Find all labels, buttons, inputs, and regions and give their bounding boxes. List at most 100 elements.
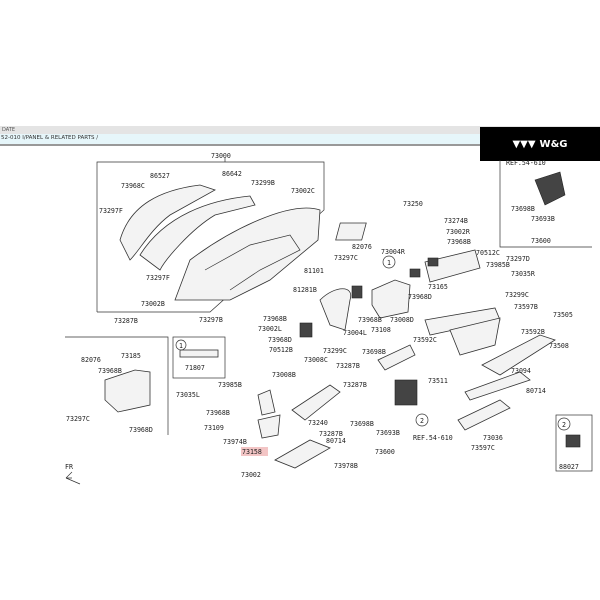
part-label-73002b[interactable]: 73002B (141, 300, 165, 308)
part-label-73968b[interactable]: 73968B (98, 367, 122, 375)
svg-text:2: 2 (420, 417, 424, 425)
glovebox-73508 (481, 334, 556, 376)
part-label-73002c[interactable]: 73002C (291, 187, 315, 195)
part-81101 (319, 288, 352, 331)
part-label-73978b[interactable]: 73978B (334, 462, 358, 470)
part-label-73968b[interactable]: 73968B (206, 409, 230, 417)
part-label-73036[interactable]: 73036 (483, 434, 503, 442)
part-label-73035r[interactable]: 73035R (511, 270, 535, 278)
breadcrumb-text: 52-010 I/PANEL & RELATED PARTS / (1, 135, 99, 141)
part-label-73002[interactable]: 73002 (241, 471, 261, 479)
part-label-73158[interactable]: 73158 (242, 448, 262, 456)
part-label-73698b[interactable]: 73698B (511, 205, 535, 213)
part-label-73985b[interactable]: 73985B (218, 381, 242, 389)
part-label-73287b[interactable]: 73287B (319, 430, 343, 438)
part-label-86642[interactable]: 86642 (222, 170, 242, 178)
part-label-73597b[interactable]: 73597B (514, 303, 538, 311)
part-label-73240[interactable]: 73240 (308, 419, 328, 427)
part-label-81281b[interactable]: 81281B (293, 286, 317, 294)
part-label-81101[interactable]: 81101 (304, 267, 324, 275)
fr-orientation: FR (65, 463, 81, 485)
part-73094 (464, 371, 531, 401)
part-label-73297c[interactable]: 73297C (66, 415, 90, 423)
part-label-73299c[interactable]: 73299C (505, 291, 529, 299)
part-label-82076[interactable]: 82076 (352, 243, 372, 251)
part-label-73297b[interactable]: 73297B (199, 316, 223, 324)
part-label-73693b[interactable]: 73693B (376, 429, 400, 437)
part-label-73287b[interactable]: 73287B (343, 381, 367, 389)
part-label-73165[interactable]: 73165 (428, 283, 448, 291)
part-label-73008d[interactable]: 73008D (390, 316, 414, 324)
part-71807 (179, 349, 219, 358)
part-label-73968d[interactable]: 73968D (129, 426, 153, 434)
part-label-73287b[interactable]: 73287B (114, 317, 138, 325)
dashboard-73000 (174, 207, 321, 301)
part-label-73094[interactable]: 73094 (511, 367, 531, 375)
part-label-73297d[interactable]: 73297D (506, 255, 530, 263)
part-73165 (371, 279, 411, 319)
part-88027 (565, 434, 581, 448)
part-73600 (394, 379, 418, 406)
part-label-73985b[interactable]: 73985B (486, 261, 510, 269)
part-label-70512b[interactable]: 70512B (269, 346, 293, 354)
part-73240 (291, 384, 341, 421)
part-label-73035l[interactable]: 73035L (176, 391, 200, 399)
part-label-86527[interactable]: 86527 (150, 172, 170, 180)
part-label-73109[interactable]: 73109 (204, 424, 224, 432)
part-label-70512c[interactable]: 70512C (476, 249, 500, 257)
frame-instrument-panel (96, 161, 325, 313)
part-label-73508[interactable]: 73508 (549, 342, 569, 350)
part-73600-inset (534, 171, 566, 206)
part-label-73185[interactable]: 73185 (121, 352, 141, 360)
svg-text:1: 1 (179, 342, 183, 350)
part-label-73000[interactable]: 73000 (211, 152, 231, 160)
part-label-73592b[interactable]: 73592B (521, 328, 545, 336)
callout-1: 1 (175, 339, 187, 351)
part-label-73297f[interactable]: 73297F (146, 274, 170, 282)
part-label-73008b[interactable]: 73008B (272, 371, 296, 379)
part-label-73108[interactable]: 73108 (371, 326, 391, 334)
part-label-73002l[interactable]: 73002L (258, 325, 282, 333)
part-label-73698b[interactable]: 73698B (350, 420, 374, 428)
part-label-73004l[interactable]: 73004L (343, 329, 367, 337)
part-label-73968d[interactable]: 73968D (268, 336, 292, 344)
logo: ▼▼▼W&G (480, 127, 600, 161)
part-label-80714[interactable]: 80714 (326, 437, 346, 445)
part-73108 (377, 344, 416, 371)
part-label-73274b[interactable]: 73274B (444, 217, 468, 225)
part-label-73297c[interactable]: 73297C (334, 254, 358, 262)
part-label-71807[interactable]: 71807 (185, 364, 205, 372)
part-label-73968c[interactable]: 73968C (121, 182, 145, 190)
part-label-73287b[interactable]: 73287B (336, 362, 360, 370)
part-label-73299c[interactable]: 73299C (323, 347, 347, 355)
part-label-ref-54-610[interactable]: REF.54-610 (413, 434, 453, 442)
part-label-73968b[interactable]: 73968B (447, 238, 471, 246)
svg-text:FR: FR (65, 463, 73, 471)
part-73036 (457, 399, 511, 431)
part-label-73600[interactable]: 73600 (375, 448, 395, 456)
part-label-73968b[interactable]: 73968B (263, 315, 287, 323)
part-label-82076[interactable]: 82076 (81, 356, 101, 364)
part-label-73592c[interactable]: 73592C (413, 336, 437, 344)
part-label-73297f[interactable]: 73297F (99, 207, 123, 215)
part-label-73505[interactable]: 73505 (553, 311, 573, 319)
part-label-ref-54-610[interactable]: REF.54-610 (506, 159, 546, 167)
part-label-73597c[interactable]: 73597C (471, 444, 495, 452)
part-label-73511[interactable]: 73511 (428, 377, 448, 385)
part-label-73250[interactable]: 73250 (403, 200, 423, 208)
part-73165-top (424, 249, 481, 283)
part-label-88027[interactable]: 88027 (559, 463, 579, 471)
part-73035L (257, 389, 276, 416)
part-label-80714[interactable]: 80714 (526, 387, 546, 395)
part-label-73600[interactable]: 73600 (531, 237, 551, 245)
part-label-73968d[interactable]: 73968D (408, 293, 432, 301)
part-label-73299b[interactable]: 73299B (251, 179, 275, 187)
part-label-73693b[interactable]: 73693B (531, 215, 555, 223)
part-label-73004r[interactable]: 73004R (381, 248, 405, 256)
highlight-73158 (241, 447, 268, 456)
part-label-73698b[interactable]: 73698B (362, 348, 386, 356)
part-label-73008c[interactable]: 73008C (304, 356, 328, 364)
part-label-73968b[interactable]: 73968B (358, 316, 382, 324)
part-label-73002r[interactable]: 73002R (446, 228, 470, 236)
part-label-73974b[interactable]: 73974B (223, 438, 247, 446)
